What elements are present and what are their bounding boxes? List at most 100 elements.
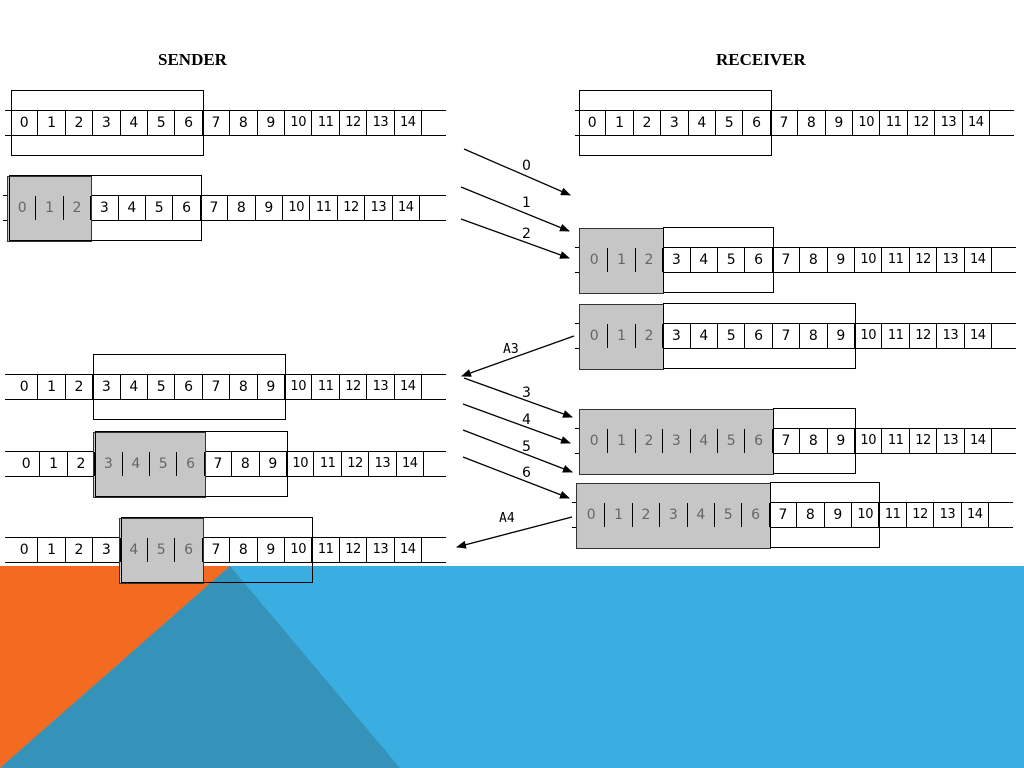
sender-row-2-cell-9: 9 xyxy=(256,196,283,220)
receiver-row-1-cell-0: 0 xyxy=(579,111,607,135)
sender-row-5-cell-4: 4 xyxy=(121,538,148,562)
sender-row-1-cell-10: 10 xyxy=(285,111,313,135)
sender-shaded-frames-5 xyxy=(118,518,204,584)
sender-strip-3 xyxy=(5,374,446,400)
sender-strip-1 xyxy=(5,110,446,136)
receiver-row-1-cell-13: 13 xyxy=(935,111,963,135)
sender-row-2-cell-0: 0 xyxy=(9,196,37,220)
receiver-row-2-cell-14: 14 xyxy=(965,248,992,272)
sender-strip-4 xyxy=(5,451,446,477)
receiver-row-4-cell-14: 14 xyxy=(965,429,992,453)
sender-row-1-cell-6: 6 xyxy=(175,111,203,135)
receiver-row-4-cell-5: 5 xyxy=(718,429,746,453)
receiver-heading: RECEIVER xyxy=(716,50,806,69)
sender-row-1-cell-0: 0 xyxy=(11,111,39,135)
receiver-row-3-cell-8: 8 xyxy=(800,324,828,348)
receiver-row-2-cell-0: 0 xyxy=(581,248,609,272)
sender-row-5-cell-1: 1 xyxy=(38,538,66,562)
sender-row-1-cell-3: 3 xyxy=(93,111,121,135)
sender-row-1-cell-5: 5 xyxy=(148,111,176,135)
sender-row-5-cell-0: 0 xyxy=(11,538,39,562)
receiver-row-3-cell-3: 3 xyxy=(663,324,691,348)
receiver-row-5-cell-7: 7 xyxy=(770,503,798,527)
receiver-row-5-cell-6: 6 xyxy=(742,503,770,527)
receiver-row-2-cell-1: 1 xyxy=(608,248,636,272)
frame-4-arrow xyxy=(462,403,571,444)
receiver-row-3-cell-12: 12 xyxy=(910,324,938,348)
sender-row-1-cell-13: 13 xyxy=(367,111,395,135)
sender-row-5-cell-9: 9 xyxy=(258,538,285,562)
receiver-row-4-cell-1: 1 xyxy=(608,429,636,453)
receiver-row-1-cell-10: 10 xyxy=(853,111,881,135)
sender-row-4-cell-10: 10 xyxy=(287,452,315,476)
receiver-row-5-cell-14: 14 xyxy=(962,503,989,527)
frame-3-label: 3 xyxy=(522,385,531,401)
sender-row-5-cell-8: 8 xyxy=(230,538,258,562)
sender-row-2-cell-2: 2 xyxy=(64,196,92,220)
sender-row-1-cell-1: 1 xyxy=(38,111,66,135)
ack-a3-label: A3 xyxy=(503,342,519,357)
receiver-row-3-cell-10: 10 xyxy=(855,324,883,348)
sender-row-4-cell-0: 0 xyxy=(13,452,41,476)
sender-row-3-cell-9: 9 xyxy=(258,375,285,399)
receiver-row-1-cell-9: 9 xyxy=(826,111,853,135)
receiver-row-4-cell-10: 10 xyxy=(855,429,883,453)
receiver-strip-3 xyxy=(575,323,1016,349)
receiver-row-4-cell-2: 2 xyxy=(636,429,664,453)
sender-row-1-cell-9: 9 xyxy=(258,111,285,135)
sender-row-1-cell-11: 11 xyxy=(312,111,340,135)
receiver-row-3-cell-7: 7 xyxy=(773,324,801,348)
sender-row-4-cell-9: 9 xyxy=(260,452,287,476)
sender-row-5-cell-7: 7 xyxy=(203,538,231,562)
receiver-window-4 xyxy=(772,408,856,474)
sender-window-5 xyxy=(120,517,314,583)
receiver-row-1-cell-14: 14 xyxy=(963,111,990,135)
receiver-row-2-cell-13: 13 xyxy=(937,248,965,272)
sender-row-5-cell-2: 2 xyxy=(66,538,94,562)
receiver-row-4-cell-13: 13 xyxy=(937,429,965,453)
sender-row-4-cell-7: 7 xyxy=(205,452,233,476)
receiver-row-2-cell-2: 2 xyxy=(636,248,664,272)
receiver-strip-4 xyxy=(575,428,1016,454)
receiver-row-4-cell-3: 3 xyxy=(663,429,691,453)
sender-row-3-cell-0: 0 xyxy=(11,375,39,399)
receiver-row-2-cell-8: 8 xyxy=(800,248,828,272)
sender-row-4-cell-12: 12 xyxy=(342,452,370,476)
receiver-row-2-cell-3: 3 xyxy=(663,248,691,272)
sender-row-5-cell-11: 11 xyxy=(312,538,340,562)
receiver-row-3-cell-4: 4 xyxy=(691,324,718,348)
sender-row-2-cell-12: 12 xyxy=(338,196,366,220)
receiver-row-3-cell-14: 14 xyxy=(965,324,992,348)
receiver-row-1-cell-6: 6 xyxy=(743,111,771,135)
frame-5-label: 5 xyxy=(522,439,531,455)
sender-row-5-cell-14: 14 xyxy=(395,538,422,562)
sender-row-3-cell-7: 7 xyxy=(203,375,231,399)
receiver-row-3-cell-13: 13 xyxy=(937,324,965,348)
sender-row-4-cell-6: 6 xyxy=(177,452,205,476)
receiver-shaded-frames-5 xyxy=(576,483,771,549)
receiver-row-3-cell-11: 11 xyxy=(882,324,910,348)
sender-row-4-cell-8: 8 xyxy=(232,452,260,476)
receiver-row-2-cell-10: 10 xyxy=(855,248,883,272)
receiver-row-3-cell-6: 6 xyxy=(745,324,773,348)
sender-row-3-cell-11: 11 xyxy=(312,375,340,399)
sender-row-4-cell-4: 4 xyxy=(123,452,150,476)
sender-row-1-cell-7: 7 xyxy=(203,111,231,135)
frame-4-label: 4 xyxy=(522,412,531,428)
sender-row-5-cell-3: 3 xyxy=(93,538,121,562)
sender-row-3-cell-5: 5 xyxy=(148,375,176,399)
sender-row-3-cell-12: 12 xyxy=(340,375,368,399)
receiver-strip-2 xyxy=(575,247,1016,273)
sender-row-3-cell-10: 10 xyxy=(285,375,313,399)
sender-row-4-cell-2: 2 xyxy=(68,452,96,476)
sender-row-4-cell-5: 5 xyxy=(150,452,178,476)
receiver-row-4-cell-11: 11 xyxy=(882,429,910,453)
receiver-row-3-cell-0: 0 xyxy=(581,324,609,348)
sender-window-3 xyxy=(93,354,286,420)
sender-row-4-cell-11: 11 xyxy=(314,452,342,476)
receiver-row-5-cell-13: 13 xyxy=(934,503,962,527)
sender-row-3-cell-4: 4 xyxy=(121,375,148,399)
sender-strip-2 xyxy=(3,195,446,221)
receiver-strip-1 xyxy=(575,110,1014,136)
receiver-row-1-cell-12: 12 xyxy=(908,111,936,135)
